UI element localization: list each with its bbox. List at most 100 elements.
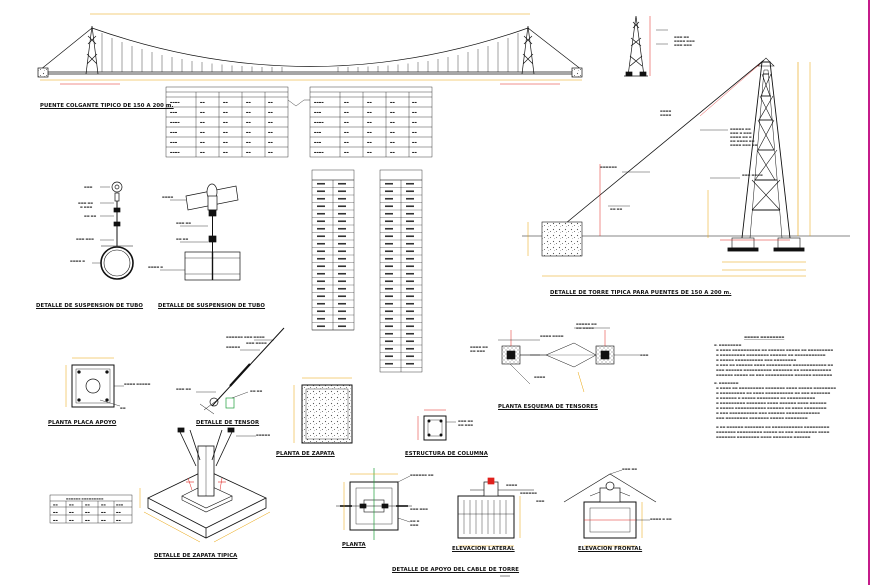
table-cell-mark xyxy=(338,325,346,328)
svg-text:▬▬: ▬▬ xyxy=(116,511,121,514)
svg-text:▬▬: ▬▬ xyxy=(246,101,251,104)
table-cell-mark xyxy=(338,265,346,268)
tensor-notes: ▬▬▬ ▬▬ ▬▬▬▬▬ ▬▬ ▬▬ ▬▬▬▬▬▬ ▬▬▬ ▬▬▬▬ ▬▬▬ ▬… xyxy=(176,335,267,393)
svg-text:▬▬: ▬▬ xyxy=(246,111,251,114)
svg-text:▬▬▬: ▬▬▬ xyxy=(314,111,322,114)
svg-text:▬▬: ▬▬ xyxy=(53,504,58,507)
tower-notes: ▬▬▬▬ ▬▬▬▬ ▬▬▬▬▬ ▬▬ ▬▬▬ ▬ ▬▬▬ ▬▬▬▬ ▬▬ ▬ ▬… xyxy=(600,109,763,211)
cable-table-left-text: ▬▬▬▬▬▬▬▬▬▬▬▬ ▬▬▬▬▬▬▬▬▬▬▬ ▬▬▬▬▬▬▬▬▬▬▬▬ ▬▬… xyxy=(170,101,273,154)
svg-text:▬▬▬ ▬▬: ▬▬▬ ▬▬ xyxy=(78,201,93,205)
svg-text:▬▬▬▬: ▬▬▬▬ xyxy=(170,121,180,124)
table-cell-mark xyxy=(338,310,346,313)
svg-text:▬▬▬▬ ▬ ▬▬: ▬▬▬▬ ▬ ▬▬ xyxy=(650,517,672,521)
svg-text:▬▬: ▬▬ xyxy=(344,101,349,104)
plate-notes: ▬▬▬▬ ▬▬▬▬▬ ▬▬ xyxy=(120,382,151,410)
table-cell-mark xyxy=(385,242,393,245)
table-cell-mark xyxy=(406,265,414,268)
table-cell-mark xyxy=(406,340,414,343)
bridge-title: PUENTE COLGANTE TIPICO DE 150 A 200 m. xyxy=(40,103,174,109)
svg-text:▬▬: ▬▬ xyxy=(116,519,121,522)
tensor-detail-title: DETALLE DE TENSOR xyxy=(196,420,260,426)
table-cell-mark xyxy=(385,235,393,238)
table-cell-mark xyxy=(385,212,393,215)
footing-table xyxy=(49,494,133,524)
svg-text:▬▬: ▬▬ xyxy=(367,151,372,154)
table-cell-mark xyxy=(385,295,393,298)
table-cell-mark xyxy=(385,182,393,185)
svg-text:▬▬▬▬: ▬▬▬▬ xyxy=(170,101,180,104)
svg-text:▬▬▬▬▬▬ ▬▬▬ ▬▬▬▬: ▬▬▬▬▬▬ ▬▬▬ ▬▬▬▬ xyxy=(226,335,265,339)
table-cell-mark xyxy=(385,197,393,200)
table-cell-mark xyxy=(385,280,393,283)
svg-text:▬▬▬▬▬▬ ▬▬▬▬▬ ▬▬ ▬▬▬ ▬▬▬▬▬▬▬▬▬▬: ▬▬▬▬▬▬ ▬▬▬▬▬ ▬▬ ▬▬▬ ▬▬▬▬▬▬▬▬▬▬ ▬▬▬▬▬▬ ▬▬… xyxy=(716,373,832,377)
svg-text:▬▬: ▬▬ xyxy=(101,519,106,522)
table-cell-mark xyxy=(385,220,393,223)
table-cell-mark xyxy=(406,325,414,328)
svg-text:▬▬▬▬ ▬▬▬▬: ▬▬▬▬ ▬▬▬▬ xyxy=(540,334,564,338)
svg-text:▬▬▬▬: ▬▬▬▬ xyxy=(506,483,518,487)
table-cell-mark xyxy=(338,190,346,193)
table-cell-mark xyxy=(385,310,393,313)
table-cell-mark xyxy=(406,310,414,313)
table-cell-mark xyxy=(406,250,414,253)
table-cell-mark xyxy=(406,190,414,193)
table-cell-mark xyxy=(406,355,414,358)
table-cell-mark xyxy=(317,325,325,328)
svg-text:▬▬: ▬▬ xyxy=(246,131,251,134)
table-cell-mark xyxy=(406,257,414,260)
table-cell-mark xyxy=(317,197,325,200)
svg-text:▬▬▬▬ ▬▬▬▬▬: ▬▬▬▬ ▬▬▬▬▬ xyxy=(124,382,151,386)
svg-text:▬▬: ▬▬ xyxy=(344,131,349,134)
svg-text:▬▬▬▬: ▬▬▬▬ xyxy=(314,121,324,124)
svg-text:▬ ▬▬▬▬▬▬▬▬▬ ▬▬▬▬▬▬▬▬ ▬▬▬▬▬▬ ▬▬: ▬ ▬▬▬▬▬▬▬▬▬ ▬▬▬▬▬▬▬▬ ▬▬▬▬▬▬ ▬▬ ▬▬▬▬▬▬▬▬▬… xyxy=(716,353,826,357)
table-cell-mark xyxy=(406,235,414,238)
tall-table-left xyxy=(311,169,355,331)
svg-text:▬▬: ▬▬ xyxy=(412,121,417,124)
table-cell-mark xyxy=(385,340,393,343)
table-cell-mark xyxy=(338,242,346,245)
table-cell-mark xyxy=(317,317,325,320)
svg-text:▬▬▬: ▬▬▬ xyxy=(640,353,649,357)
support-plan-title: PLANTA xyxy=(342,542,366,548)
tower-detail xyxy=(522,57,850,277)
svg-text:▬▬: ▬▬ xyxy=(200,101,205,104)
svg-text:▬▬▬▬: ▬▬▬▬ xyxy=(314,101,324,104)
table-cell-mark xyxy=(406,332,414,335)
svg-text:▬▬: ▬▬ xyxy=(268,131,273,134)
svg-text:▬▬: ▬▬ xyxy=(69,519,74,522)
svg-text:▬▬: ▬▬ xyxy=(120,406,126,410)
svg-text:▬▬▬: ▬▬▬ xyxy=(536,499,545,503)
table-cell-mark xyxy=(385,355,393,358)
table-cell-mark xyxy=(385,205,393,208)
svg-text:▬▬▬▬▬▬▬ ▬▬▬▬▬▬▬▬ ▬▬▬▬ ▬▬▬▬▬▬▬: ▬▬▬▬▬▬▬ ▬▬▬▬▬▬▬▬ ▬▬▬▬ ▬▬▬▬▬▬▬ ▬▬▬▬▬▬ xyxy=(716,435,811,439)
svg-text:▬▬ ▬▬: ▬▬ ▬▬ xyxy=(250,389,262,393)
typical-footing-notes: ▬▬▬▬▬ xyxy=(256,433,270,437)
bridge-elevation xyxy=(37,13,583,85)
table-cell-mark xyxy=(338,257,346,260)
cable-table-right xyxy=(309,86,433,158)
suspension-detail-1-title: DETALLE DE SUSPENSION DE TUBO xyxy=(36,303,144,309)
svg-text:▬▬▬ ▬▬: ▬▬▬ ▬▬ xyxy=(674,35,689,39)
table-cell-mark xyxy=(406,197,414,200)
table-cell-mark xyxy=(385,265,393,268)
svg-text:▬▬: ▬▬ xyxy=(390,121,395,124)
svg-text:▬ ▬▬▬▬ ▬▬▬▬▬▬▬▬▬▬ ▬▬ ▬▬▬▬▬▬ ▬▬: ▬ ▬▬▬▬ ▬▬▬▬▬▬▬▬▬▬ ▬▬ ▬▬▬▬▬▬ ▬▬▬▬▬ ▬▬ ▬▬▬… xyxy=(716,348,833,352)
table-cell-mark xyxy=(338,280,346,283)
plate-plan xyxy=(65,357,124,408)
table-cell-mark xyxy=(338,287,346,290)
svg-text:▬▬▬▬▬▬ ▬▬: ▬▬▬▬▬▬ ▬▬ xyxy=(410,473,434,477)
table-cell-mark xyxy=(406,295,414,298)
svg-text:▬▬ ▬▬: ▬▬ ▬▬ xyxy=(176,237,188,241)
suspension-2-notes: ▬▬▬▬ ▬▬▬ ▬▬ ▬▬ ▬▬ ▬▬▬▬ ▬ xyxy=(148,195,191,269)
table-cell-mark xyxy=(406,362,414,365)
svg-text:▬▬▬▬: ▬▬▬▬ xyxy=(660,113,672,117)
table-cell-mark xyxy=(406,272,414,275)
svg-text:▬▬: ▬▬ xyxy=(412,141,417,144)
suspension-detail-1 xyxy=(92,181,134,280)
svg-text:▬▬: ▬▬ xyxy=(223,101,228,104)
svg-text:▬▬▬: ▬▬▬ xyxy=(410,523,419,527)
svg-text:▬▬: ▬▬ xyxy=(412,111,417,114)
svg-text:▬▬▬ ▬▬▬▬▬▬ ▬▬▬▬▬▬▬▬▬▬ ▬▬▬▬▬▬▬: ▬▬▬ ▬▬▬▬▬▬ ▬▬▬▬▬▬▬▬▬▬ ▬▬▬▬▬▬▬ ▬▬ ▬▬▬▬▬▬▬… xyxy=(716,368,831,372)
svg-text:▬▬▬ ▬▬▬▬▬▬▬▬ ▬▬▬▬▬▬▬ ▬▬▬▬▬ ▬▬▬: ▬▬▬ ▬▬▬▬▬▬▬▬ ▬▬▬▬▬▬▬ ▬▬▬▬▬ ▬▬▬▬▬▬▬▬ xyxy=(716,416,808,420)
svg-text:▬▬: ▬▬ xyxy=(223,121,228,124)
